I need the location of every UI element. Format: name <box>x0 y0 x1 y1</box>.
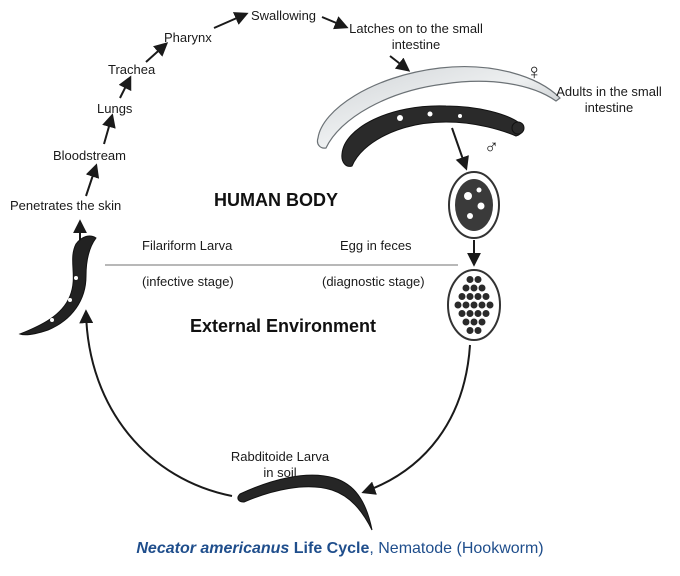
egg-cell <box>457 292 467 301</box>
heading-human-body: HUMAN BODY <box>214 190 338 210</box>
egg-cell <box>453 300 463 310</box>
egg-cell <box>465 292 475 301</box>
egg-cell <box>469 283 479 293</box>
egg-upper-detail <box>476 187 482 193</box>
arrow-pharynx-to-swallowing <box>213 12 249 29</box>
label-pharynx: Pharynx <box>164 30 212 45</box>
egg-upper-detail <box>477 202 485 210</box>
label-swallowing: Swallowing <box>251 8 317 23</box>
arrow-trachea-to-pharynx <box>145 42 169 63</box>
female-symbol-icon: ♀ <box>526 59 543 84</box>
egg-cell <box>465 309 475 318</box>
label-adults: Adults in the small intestine <box>545 84 673 116</box>
label-rabditoide-line2: in soil <box>263 465 297 480</box>
egg-cell <box>465 275 475 284</box>
egg-cell <box>461 300 471 310</box>
egg-cell <box>477 317 487 327</box>
egg-upper-detail <box>467 213 473 219</box>
label-filariform-larva: Filariform Larva <box>142 238 233 253</box>
egg-cell <box>469 300 479 310</box>
label-infective-stage: (infective stage) <box>142 274 234 289</box>
male-symbol-icon: ♂ <box>484 136 499 158</box>
arrow-lungs-to-trachea <box>118 75 132 99</box>
larva-spot <box>50 318 54 322</box>
egg-cell <box>473 292 483 301</box>
arrow-adults-to-egg <box>451 127 469 171</box>
egg-lower-cells <box>453 275 495 335</box>
label-latches: Latches on to the small intestine <box>336 21 496 53</box>
heading-external-environment: External Environment <box>190 316 377 336</box>
label-rabditoide-line1: Rabditoide Larva <box>230 449 330 464</box>
egg-cell <box>469 317 479 327</box>
caption-species: Necator americanus <box>136 540 290 557</box>
caption-life-cycle: Life Cycle <box>289 540 370 557</box>
egg-cell <box>461 283 471 293</box>
egg-cell <box>461 317 471 327</box>
label-adults-line1: Adults in the small <box>556 84 662 99</box>
male-worm-spot <box>427 111 433 117</box>
label-lungs: Lungs <box>97 101 133 116</box>
label-latches-line2: intestine <box>391 37 441 52</box>
figure-caption: Necator americanus Life Cycle, Nematode … <box>0 540 680 558</box>
arrow-latches-to-adults <box>389 55 411 72</box>
label-trachea: Trachea <box>108 62 156 77</box>
egg-upper-detail <box>464 192 472 200</box>
egg-cell <box>473 309 483 318</box>
egg-cell <box>473 326 483 335</box>
label-rabditoide: Rabditoide Larva in soil <box>220 449 340 481</box>
label-egg-in-feces: Egg in feces <box>340 238 412 253</box>
larva-spot <box>74 276 78 280</box>
arrow-soil-to-filariform <box>79 309 233 497</box>
egg-cell <box>481 292 491 301</box>
egg-cell <box>477 300 487 310</box>
label-adults-line2: intestine <box>584 100 634 115</box>
egg-cell <box>485 300 495 310</box>
egg-upper-content <box>455 179 493 231</box>
male-worm-spot <box>397 115 403 121</box>
arrow-swallowing-to-latches <box>321 16 349 30</box>
arrow-egg-to-soil <box>361 344 471 495</box>
rabditoide-larva <box>237 474 373 531</box>
male-worm-spot <box>458 114 462 118</box>
arrow-bloodstream-to-lungs <box>102 113 116 145</box>
filariform-larva <box>18 235 97 336</box>
male-worm <box>341 105 523 167</box>
egg-cell <box>477 283 487 293</box>
egg-cell <box>457 309 467 318</box>
male-worm-tail <box>511 121 525 135</box>
egg-cell <box>473 275 483 284</box>
egg-cell <box>481 309 491 318</box>
caption-rest: , Nematode (Hookworm) <box>369 540 544 557</box>
egg-cell <box>465 326 475 335</box>
label-diagnostic-stage: (diagnostic stage) <box>322 274 425 289</box>
arrow-skin-to-bloodstream <box>85 163 100 197</box>
label-bloodstream: Bloodstream <box>53 148 126 163</box>
label-latches-line1: Latches on to the small <box>349 21 483 36</box>
larva-spot <box>68 298 72 302</box>
label-penetrates-skin: Penetrates the skin <box>10 198 122 213</box>
female-worm <box>316 66 561 149</box>
